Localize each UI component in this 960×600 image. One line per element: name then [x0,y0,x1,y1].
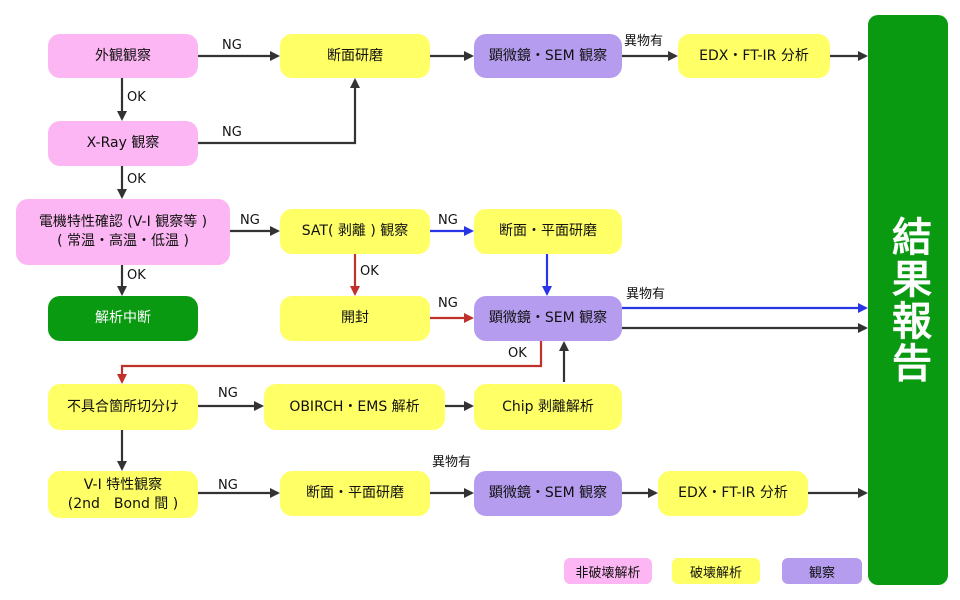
label-ok: OK [508,346,527,361]
node-microscope-sem-1[interactable]: 顕微鏡・SEM 観察 [474,34,622,78]
node-chip-delamination[interactable]: Chip 剥離解析 [474,384,622,430]
node-cross-plane-polish-1[interactable]: 断面・平面研磨 [474,209,622,254]
node-obirch-ems[interactable]: OBIRCH・EMS 解析 [264,384,445,430]
label-ok: OK [360,264,379,279]
legend-observation: 観察 [782,558,862,584]
label-ng: NG [240,213,260,228]
label-ng: NG [218,386,238,401]
node-cross-section-polish[interactable]: 断面研磨 [280,34,430,78]
legend-destructive: 破壊解析 [672,558,760,584]
node-microscope-sem-3[interactable]: 顕微鏡・SEM 観察 [474,471,622,516]
node-analysis-stop[interactable]: 解析中断 [48,296,198,341]
label-ok: OK [127,90,146,105]
label-ok: OK [127,172,146,187]
node-defect-isolation[interactable]: 不具合箇所切分け [48,384,198,430]
result-report[interactable]: 結果報告 [868,15,948,585]
node-xray-inspection[interactable]: X-Ray 観察 [48,121,198,166]
label-ng: NG [222,38,242,53]
label-ng: NG [438,296,458,311]
label-anomaly: 異物有 [432,455,472,470]
node-unseal[interactable]: 開封 [280,296,430,341]
arrow-sem2-to-isolation [117,341,543,384]
label-ng: NG [438,213,458,228]
node-cross-plane-polish-2[interactable]: 断面・平面研磨 [280,471,430,516]
node-visual-inspection[interactable]: 外観観察 [48,34,198,78]
node-edx-ftir-2[interactable]: EDX・FT-IR 分析 [658,471,808,516]
legend-non-destructive: 非破壊解析 [564,558,652,584]
node-microscope-sem-2[interactable]: 顕微鏡・SEM 観察 [474,296,622,341]
label-anomaly: 異物有 [624,34,664,49]
label-anomaly: 異物有 [626,287,666,302]
node-vi-inspection[interactable]: V-I 特性観察 (2nd Bond 間 ) [48,471,198,518]
node-edx-ftir-1[interactable]: EDX・FT-IR 分析 [678,34,830,78]
arrow-xray-to-polish [198,78,360,145]
label-ok: OK [127,268,146,283]
label-ng: NG [218,478,238,493]
label-ng: NG [222,125,242,140]
node-sat-inspection[interactable]: SAT( 剥離 ) 観察 [280,209,430,254]
node-electrical-test[interactable]: 電機特性確認 (V-I 観察等 ) ( 常温・高温・低温 ) [16,199,230,265]
result-report-label: 結果報告 [885,216,931,384]
